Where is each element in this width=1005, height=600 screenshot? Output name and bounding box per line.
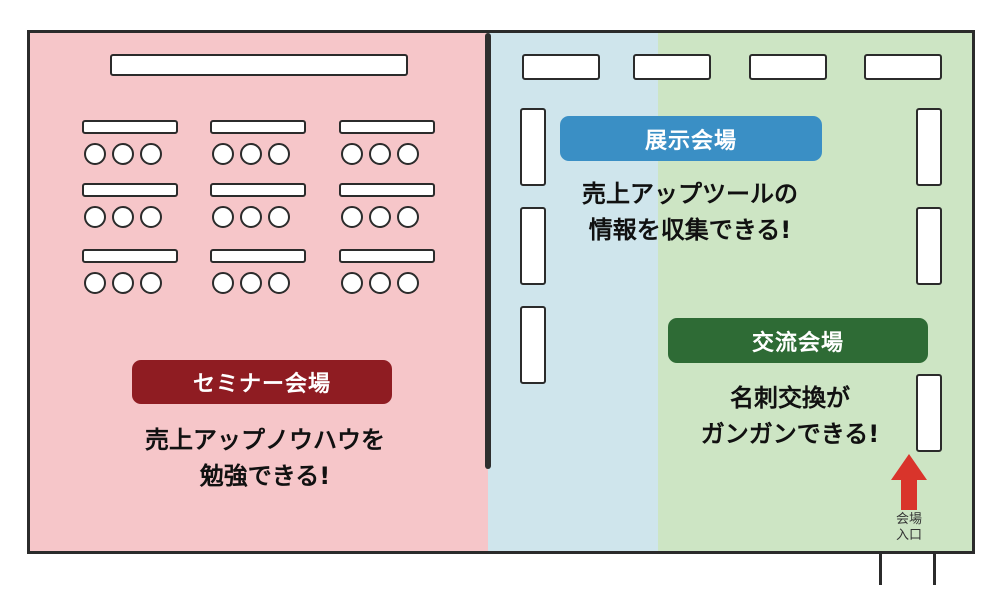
seat [84,272,106,294]
seat [369,272,391,294]
entrance-door-post [933,553,936,585]
exhibit-booth [520,207,546,285]
seat [212,206,234,228]
exhibit-booth [916,207,942,285]
exhibit-description-line1: 売上アップツールの [582,180,798,208]
seat-row [341,143,419,165]
seat [341,272,363,294]
seat-row [341,206,419,228]
exhibit-zone-label: 展示会場 [560,116,822,161]
seat-row [84,206,162,228]
seminar-desk [210,120,306,134]
seminar-desk [82,120,178,134]
seat [240,272,262,294]
seat [369,143,391,165]
seminar-zone-label: セミナー会場 [132,360,392,404]
exhibit-booth [749,54,827,80]
seat-row [84,143,162,165]
seminar-description-line2: 勉強できる! [199,462,331,490]
seat [112,143,134,165]
seminar-desk [339,249,435,263]
exhibit-booth [522,54,600,80]
seminar-desk [210,249,306,263]
seat [268,206,290,228]
seat [84,143,106,165]
seat [369,206,391,228]
seat [397,206,419,228]
seminar-description-line1: 売上アップノウハウを [145,426,385,454]
exhibit-booth [864,54,942,80]
networking-description-line2: ガンガンできる! [700,420,880,448]
seat [240,143,262,165]
exhibit-description: 売上アップツールの 情報を収集できる! [540,176,840,248]
seat [240,206,262,228]
exhibit-booth [916,374,942,452]
seat [397,143,419,165]
seat-row [212,143,290,165]
entrance-label-line2: 入口 [895,528,922,543]
seat-row [84,272,162,294]
networking-description: 名刺交換が ガンガンできる! [640,380,940,452]
seat [112,272,134,294]
seat [140,206,162,228]
seminar-description: 売上アップノウハウを 勉強できる! [100,422,430,494]
seat [397,272,419,294]
seminar-desk [339,183,435,197]
entrance-door-post [879,553,882,585]
seminar-desk [339,120,435,134]
entrance-label-line1: 会場 [895,512,922,527]
seat [268,143,290,165]
seat [84,206,106,228]
exhibit-zone [488,33,658,551]
seat [140,272,162,294]
seat [268,272,290,294]
seat [140,143,162,165]
seminar-stage [110,54,408,76]
seat-row [212,272,290,294]
exhibit-booth [916,108,942,186]
seat-row [212,206,290,228]
seat [341,143,363,165]
networking-zone-label: 交流会場 [668,318,928,363]
seminar-desk [82,183,178,197]
seat [212,272,234,294]
exhibit-booth [520,306,546,384]
exhibit-booth [520,108,546,186]
seat [212,143,234,165]
seminar-desk [82,249,178,263]
seat [341,206,363,228]
networking-description-line1: 名刺交換が [730,384,850,412]
partition-wall [485,33,491,469]
exhibit-booth [633,54,711,80]
entrance-label: 会場 入口 [878,512,940,544]
seminar-desk [210,183,306,197]
entrance-arrow-icon [891,454,927,510]
seat-row [341,272,419,294]
seat [112,206,134,228]
exhibit-description-line2: 情報を収集できる! [588,216,792,244]
